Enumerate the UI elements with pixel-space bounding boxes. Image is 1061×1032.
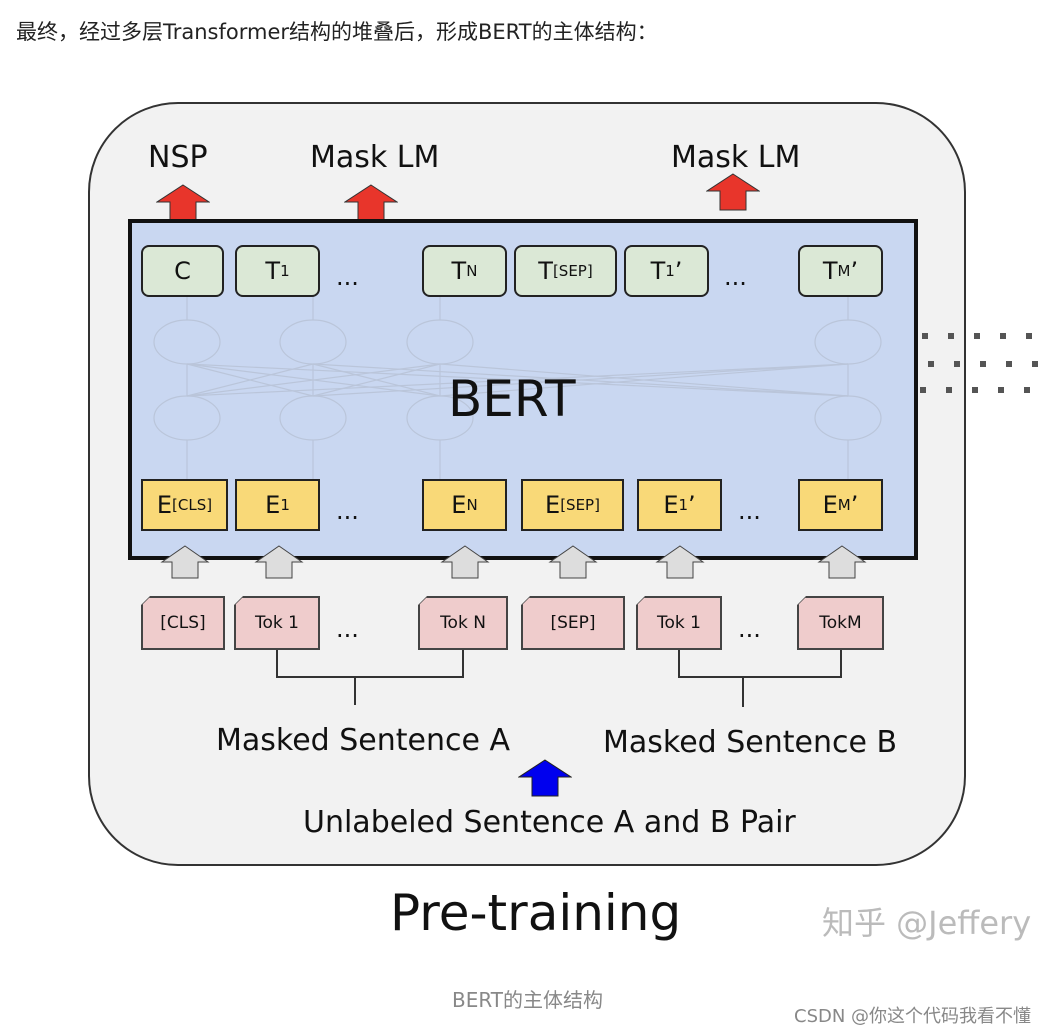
- output-token-sub: 1: [280, 262, 290, 280]
- output-token-main: T: [822, 257, 838, 285]
- output-token-sub: M: [837, 262, 851, 280]
- output-token-main: T: [538, 257, 553, 285]
- embedding-main: E: [156, 491, 173, 519]
- intro-text: 最终，经过多层Transformer结构的堆叠后，形成BERT的主体结构：: [16, 20, 658, 44]
- ellipsis: ...: [724, 263, 747, 291]
- embedding-sub: N: [466, 496, 478, 514]
- embedding-main: E: [663, 491, 679, 519]
- input-token-sep: [SEP]: [522, 597, 624, 649]
- embedding-main: E: [265, 491, 281, 519]
- mask-lm-arrow-icon-b: [706, 173, 760, 211]
- output-token-sub: N: [466, 262, 478, 280]
- output-token-main: C: [174, 257, 191, 285]
- input-token-tok1: Tok 1: [235, 597, 319, 649]
- csdn-credit: CSDN @你这个代码我看不懂: [794, 1006, 1032, 1027]
- input-token-tokn: Tok N: [419, 597, 507, 649]
- embedding-main: E: [451, 491, 467, 519]
- input-token-tokm: TokM: [798, 597, 883, 649]
- output-token-tsep: T[SEP]: [514, 245, 617, 297]
- embedding-sub: M: [837, 496, 851, 514]
- ellipsis: ...: [738, 497, 761, 525]
- embedding-esep: E[SEP]: [521, 479, 624, 531]
- up-arrow-icon: [160, 545, 210, 579]
- up-arrow-icon: [254, 545, 304, 579]
- nsp-label: NSP: [148, 140, 208, 175]
- ellipsis: ...: [336, 497, 359, 525]
- sentence-b-label: Masked Sentence B: [603, 725, 898, 760]
- watermark: 知乎 @Jeffery: [822, 904, 1032, 942]
- output-token-c: C: [141, 245, 224, 297]
- phase-title: Pre-training: [390, 884, 682, 942]
- embedding-sub: 1: [280, 496, 290, 514]
- sentence-a-label: Masked Sentence A: [216, 723, 510, 758]
- output-token-sub: 1: [665, 262, 675, 280]
- output-token-sub: [SEP]: [552, 262, 593, 280]
- output-token-main: T: [650, 257, 666, 285]
- ellipsis: ...: [738, 615, 761, 643]
- mask-lm-label-b: Mask LM: [671, 140, 801, 175]
- embedding-sub: [SEP]: [560, 496, 600, 514]
- up-arrow-icon: [817, 545, 867, 579]
- embedding-sub: 1: [678, 496, 689, 514]
- input-token-tok1-b: Tok 1: [637, 597, 721, 649]
- up-arrow-icon: [655, 545, 705, 579]
- prime-mark: ’: [850, 491, 859, 519]
- figure-caption: BERT的主体结构: [452, 988, 604, 1012]
- output-token-main: T: [265, 257, 281, 285]
- mask-lm-label-a: Mask LM: [310, 140, 440, 175]
- input-token-cls: [CLS]: [142, 597, 224, 649]
- prime-mark: ’: [850, 257, 859, 285]
- up-arrow-icon: [440, 545, 490, 579]
- embedding-main: E: [545, 491, 561, 519]
- embedding-main: E: [822, 491, 838, 519]
- prime-mark: ’: [688, 491, 696, 519]
- prime-mark: ’: [674, 257, 683, 285]
- up-arrow-icon: [548, 545, 598, 579]
- ellipsis: ...: [336, 615, 359, 643]
- input-pair-label: Unlabeled Sentence A and B Pair: [303, 805, 796, 840]
- embedding-sub: [CLS]: [172, 496, 213, 514]
- bert-label: BERT: [448, 370, 576, 428]
- embedding-ecls: E[CLS]: [141, 479, 228, 531]
- output-token-main: T: [451, 257, 467, 285]
- ellipsis: ...: [336, 263, 359, 291]
- input-arrow-icon: [518, 759, 572, 797]
